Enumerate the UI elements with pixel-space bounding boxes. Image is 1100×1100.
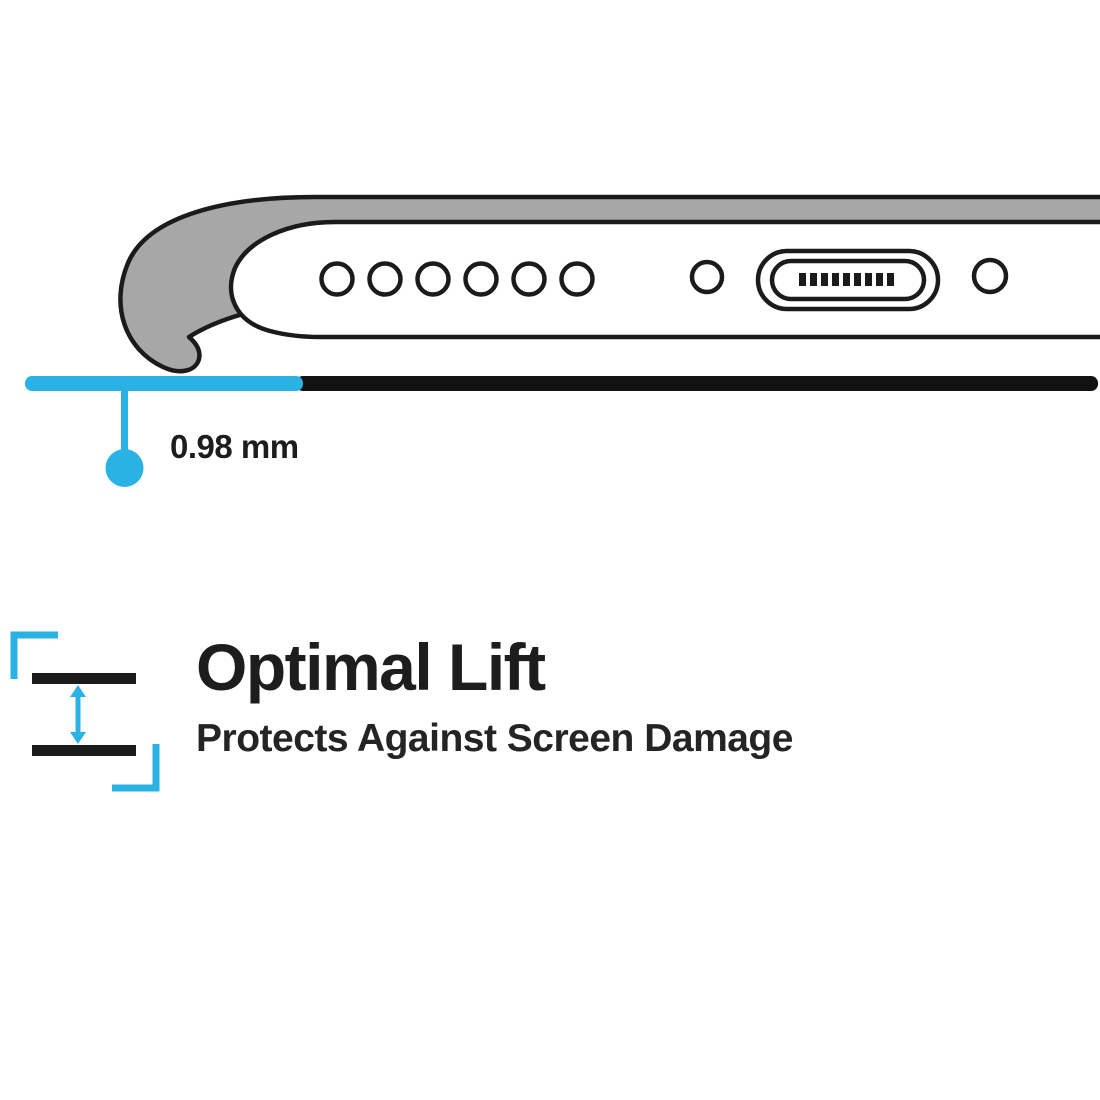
phone-body [228,219,1100,340]
screw-hole [971,257,1009,295]
charging-port [755,248,941,312]
measurement-dot [105,449,144,487]
port-pin [843,273,850,286]
speaker-hole [319,261,355,297]
vertical-gap-arrow [70,685,86,744]
surface-line-black [296,376,1098,391]
measurement-label: 0.98 mm [170,428,299,465]
surface-line-cyan [25,376,303,391]
port-pin [810,273,817,286]
lift-gap-double-arrow-icon [10,631,160,792]
port-pin [876,273,883,286]
port-pin [832,273,839,286]
speaker-hole [415,261,451,297]
speaker-hole [511,261,547,297]
port-pin [821,273,828,286]
measurement-line [121,391,128,452]
bracket-bottom-right [112,744,160,792]
port-pin [854,273,861,286]
speaker-hole [559,261,595,297]
charging-port-pins [799,273,894,286]
port-pin [865,273,872,286]
bracket-top-left [10,631,58,679]
port-pin [887,273,894,286]
gap-arrow-head-down [70,732,86,744]
lift-measurement: 0.98 mm [105,391,299,487]
mic-hole [689,259,725,295]
upper-surface-line [32,673,136,684]
feature-subtitle: Protects Against Screen Damage [196,717,793,760]
port-pin [799,273,806,286]
feature-title: Optimal Lift [196,630,546,704]
gap-arrow-head-up [70,685,86,697]
speaker-holes [319,261,595,297]
phone-bottom-edge-in-case-icon: 0.98 mm [25,194,1100,487]
feature-text-block: Optimal Lift Protects Against Screen Dam… [196,628,793,761]
speaker-hole [367,261,403,297]
lower-surface-line [32,745,136,756]
feature-callout: Optimal Lift Protects Against Screen Dam… [8,628,793,798]
speaker-hole [463,261,499,297]
